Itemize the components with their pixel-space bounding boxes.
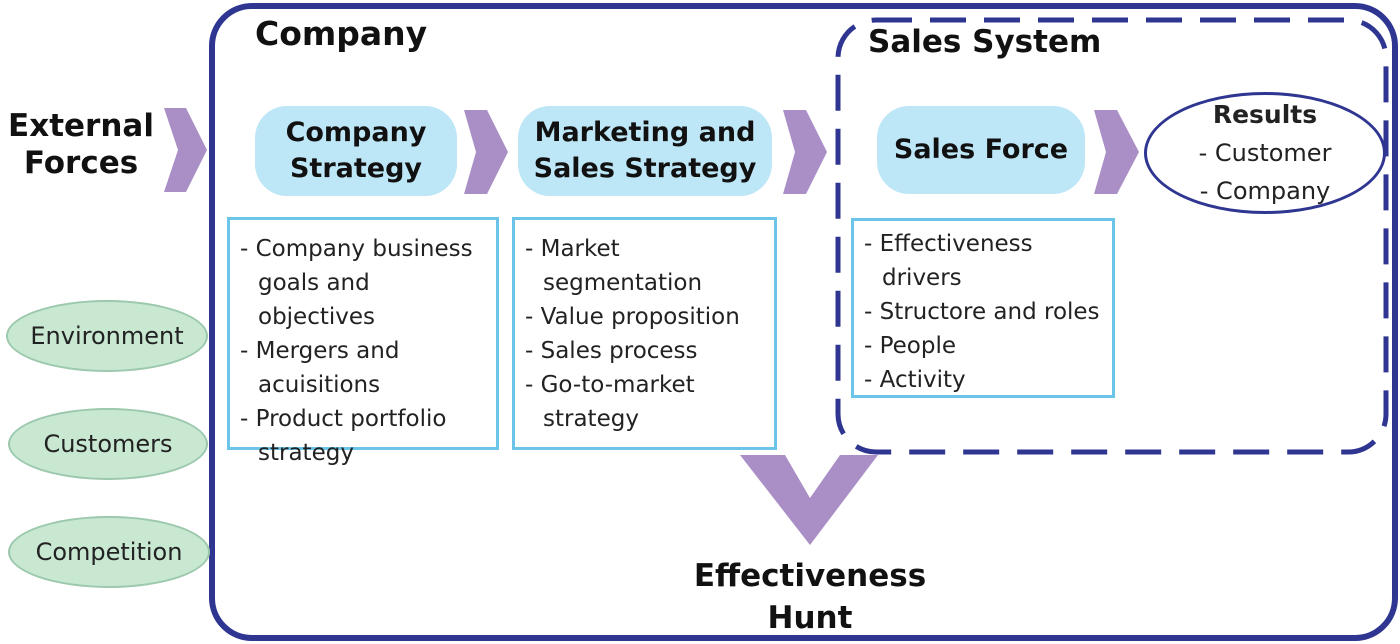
results-item-customer: - Customer (1198, 139, 1332, 167)
company-strategy-label: Company Strategy (285, 116, 427, 184)
list-item: - Activity (864, 367, 966, 393)
sales-force-box: - Effectiveness drivers - Structore and … (851, 218, 1115, 398)
list-item: - Structore and roles (864, 299, 1100, 325)
external-forces-title: External Forces (8, 108, 154, 182)
marketing-strategy-pill: Marketing and Sales Strategy (518, 106, 772, 196)
list-item: - Go-to-market strategy (525, 372, 695, 432)
arrow-sales-to-results (1094, 110, 1139, 194)
arrow-external-to-company (164, 108, 207, 192)
sales-force-pill: Sales Force (877, 106, 1085, 194)
list-item: - Sales process (525, 338, 698, 364)
company-title: Company (255, 14, 428, 53)
sales-system-title: Sales System (868, 24, 1102, 60)
arrow-marketing-to-sales (783, 110, 827, 194)
company-strategy-box: - Company business goals and objectives … (227, 217, 499, 466)
marketing-strategy-box: - Market segmentation - Value propositio… (512, 217, 777, 450)
company-frame (209, 3, 1398, 641)
sales-force-label: Sales Force (893, 133, 1069, 165)
list-item: - Market segmentation (525, 236, 703, 296)
results-title: Results (1212, 100, 1318, 129)
results-ellipse: Results - Customer - Company (1144, 92, 1386, 214)
list-item: - Value proposition (525, 304, 740, 330)
list-item: - Company business goals and objectives (240, 236, 473, 330)
force-environment: Environment (6, 300, 208, 372)
results-item-company: - Company (1199, 177, 1331, 205)
effectiveness-hunt-label: Effectiveness Hunt (693, 558, 927, 636)
list-item: - Mergers and acuisitions (240, 338, 400, 398)
list-item: - Effectiveness drivers (864, 231, 1033, 291)
force-competition: Competition (8, 516, 210, 588)
list-item: - People (864, 333, 957, 359)
list-item: - Product portfolio strategy (240, 406, 447, 466)
force-customers: Customers (8, 408, 208, 480)
sales-system-dashed-frame (835, 17, 1389, 455)
marketing-strategy-label: Marketing and Sales Strategy (533, 116, 757, 184)
effectiveness-hunt-double-arrow-icon (740, 455, 878, 545)
company-strategy-pill: Company Strategy (255, 106, 457, 196)
arrow-strategy-to-marketing (464, 110, 508, 194)
